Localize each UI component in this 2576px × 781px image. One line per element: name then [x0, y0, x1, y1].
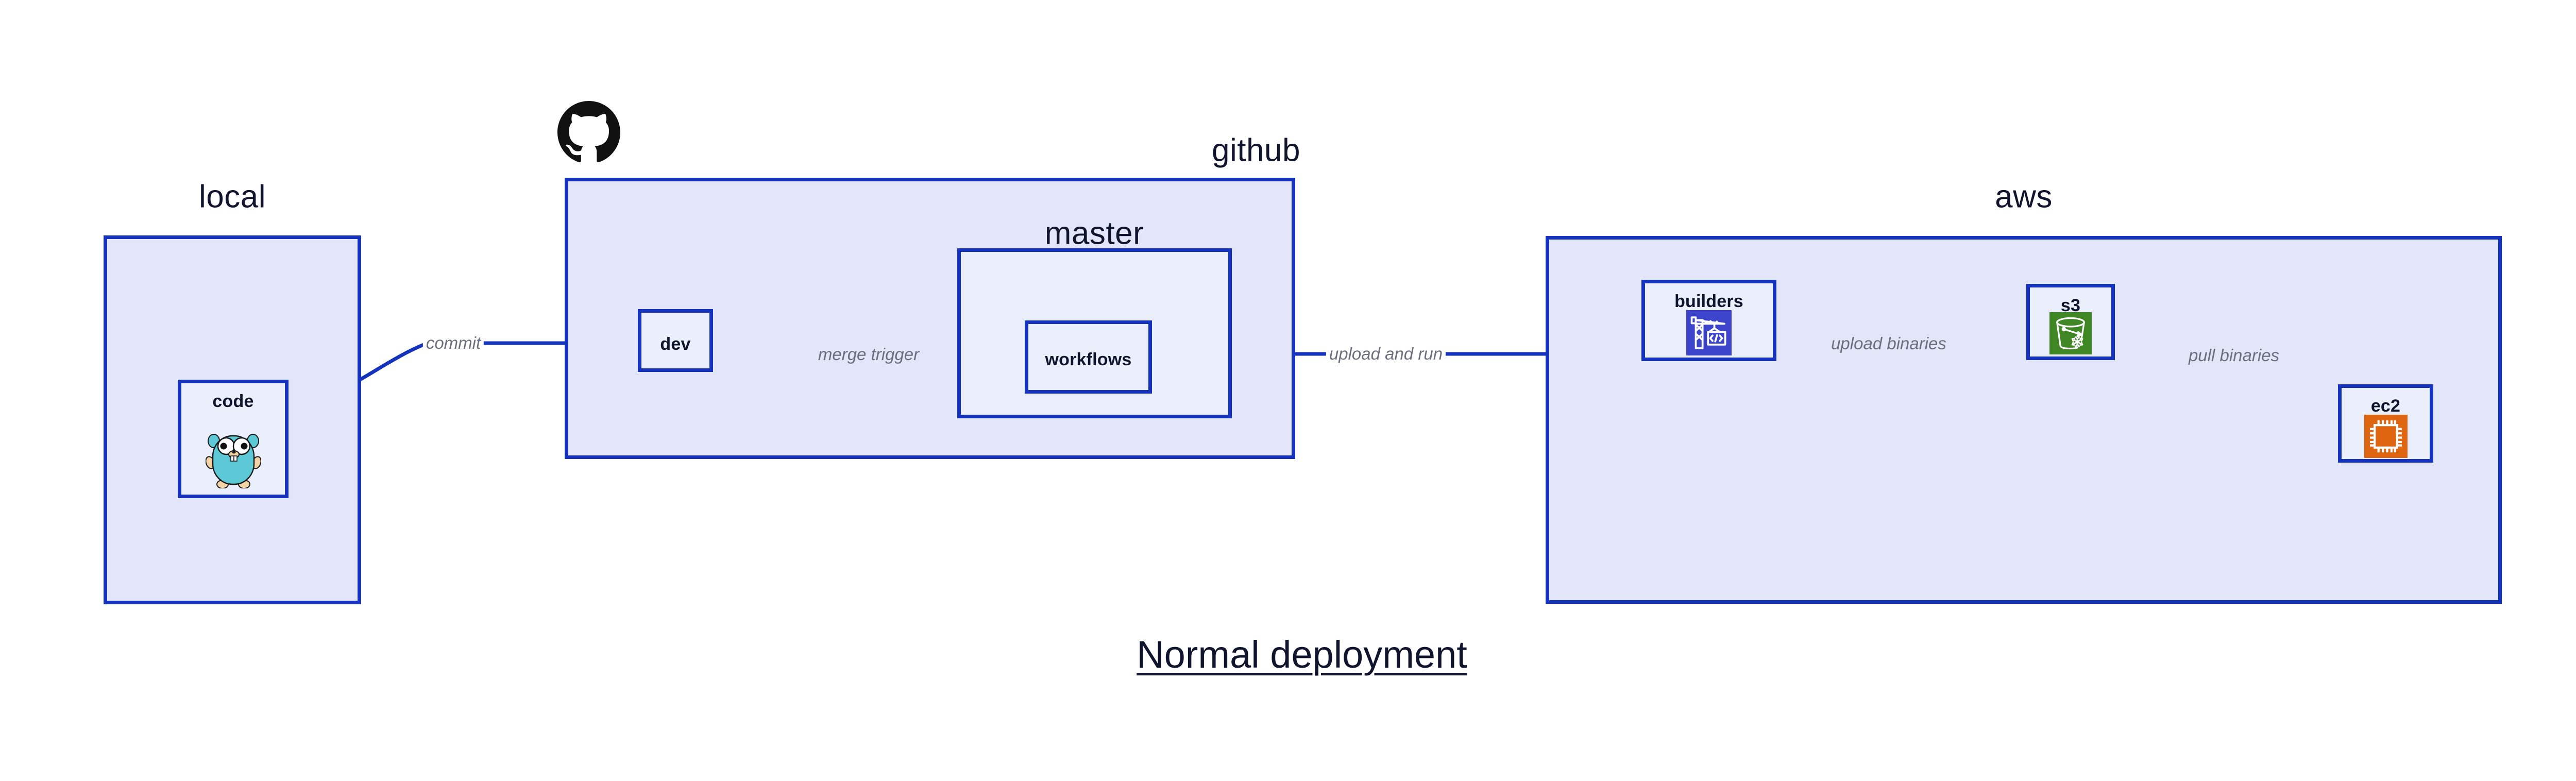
node-label-dev: dev: [660, 334, 691, 354]
group-label-master: master: [1044, 215, 1144, 251]
node-label-ec2: ec2: [2370, 396, 2401, 416]
group-label-local: local: [198, 179, 266, 215]
node-label-code: code: [212, 392, 254, 411]
aws-codebuild-crane-icon: [1686, 310, 1732, 355]
node-builders[interactable]: builders: [1641, 280, 1776, 361]
edge-label-commit: commit: [422, 333, 484, 353]
node-code[interactable]: code: [178, 380, 289, 498]
edge-label-upload-binaries: upload binaries: [1828, 334, 1950, 353]
edge-label-merge-trigger: merge trigger: [815, 345, 923, 364]
aws-ec2-chip-icon: [2364, 415, 2408, 458]
aws-s3-bucket-icon: [2049, 312, 2092, 354]
node-s3[interactable]: s3: [2026, 284, 2115, 360]
node-ec2[interactable]: ec2: [2338, 384, 2433, 463]
node-label-s3: s3: [2060, 296, 2081, 315]
diagram-title: Normal deployment: [1137, 633, 1467, 676]
github-octocat-logo: [557, 101, 620, 164]
node-dev[interactable]: dev: [638, 309, 713, 372]
group-label-github: github: [1212, 132, 1300, 168]
node-workflows[interactable]: workflows: [1025, 320, 1152, 394]
node-label-workflows: workflows: [1045, 350, 1132, 369]
edge-label-upload-and-run: upload and run: [1326, 344, 1446, 364]
group-label-aws: aws: [1995, 179, 2053, 215]
edge-label-pull-binaries: pull binaries: [2185, 346, 2283, 365]
go-gopher-icon: [205, 423, 262, 489]
node-label-builders: builders: [1674, 292, 1743, 311]
